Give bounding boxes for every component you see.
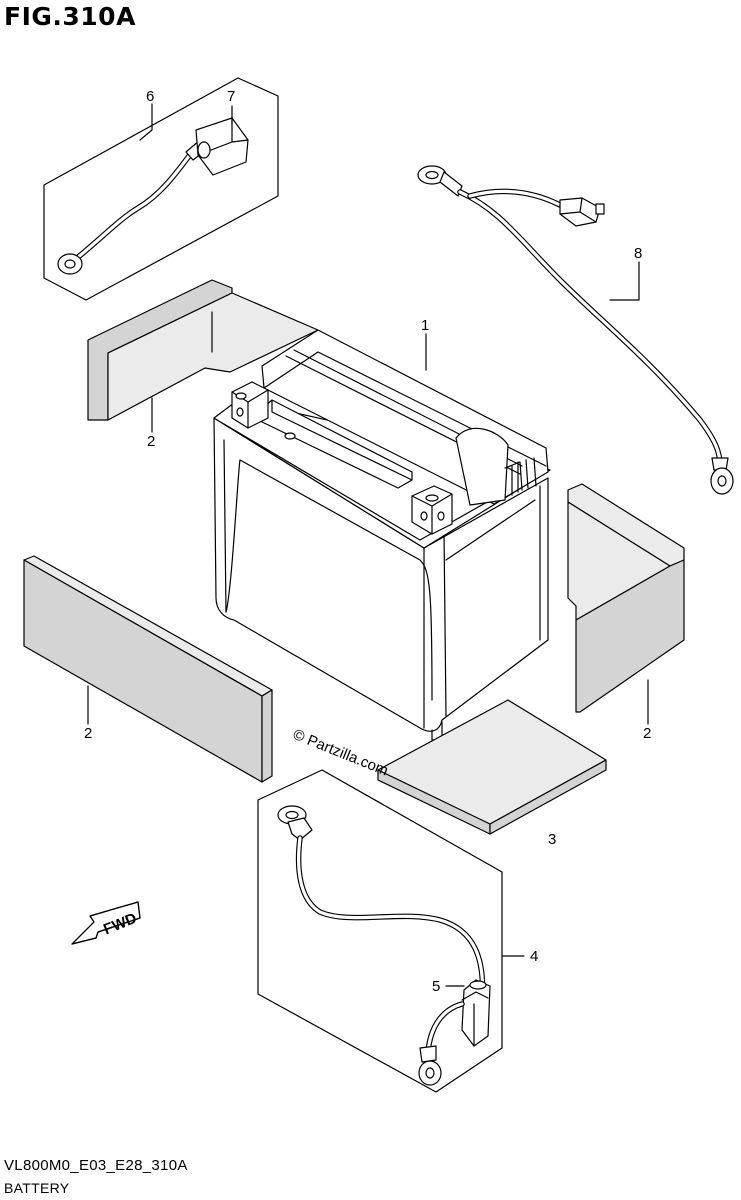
watermark: © Partzilla.com bbox=[291, 726, 391, 780]
figure-title: FIG.310A bbox=[4, 2, 136, 31]
callout-1: 1 bbox=[421, 317, 429, 334]
callout-5: 5 bbox=[432, 978, 440, 995]
callout-7: 7 bbox=[227, 88, 235, 105]
wire-harness-8 bbox=[417, 165, 734, 495]
terminal-cover-5 bbox=[461, 979, 491, 1047]
pad-3 bbox=[377, 699, 607, 835]
leader-lines bbox=[87, 103, 649, 987]
callout-2-left: 2 bbox=[84, 725, 92, 742]
terminal-positive bbox=[231, 381, 269, 429]
connector-7 bbox=[195, 117, 249, 176]
negative-lead-panel bbox=[43, 77, 279, 301]
callout-2-upper: 2 bbox=[147, 433, 155, 450]
callout-8: 8 bbox=[634, 245, 642, 262]
terminal-negative bbox=[411, 485, 453, 535]
pad-2-upper-left bbox=[87, 279, 319, 421]
figure-name: BATTERY bbox=[4, 1180, 70, 1196]
cable-4 bbox=[277, 805, 486, 1003]
callout-3: 3 bbox=[548, 831, 556, 848]
pad-2-right bbox=[567, 483, 685, 713]
pad-2-lower-left bbox=[23, 555, 273, 783]
figure-code: VL800M0_E03_E28_310A bbox=[4, 1157, 188, 1174]
callout-2-right: 2 bbox=[643, 725, 651, 742]
callout-6: 6 bbox=[146, 88, 154, 105]
callout-labels: 6 7 8 1 2 2 2 3 4 5 bbox=[84, 88, 651, 995]
callout-4: 4 bbox=[530, 948, 538, 965]
ring-terminal-4 bbox=[418, 1001, 465, 1086]
fwd-arrow-icon: FWD bbox=[71, 901, 141, 945]
battery-1 bbox=[213, 329, 551, 741]
positive-lead-panel bbox=[257, 769, 503, 1093]
